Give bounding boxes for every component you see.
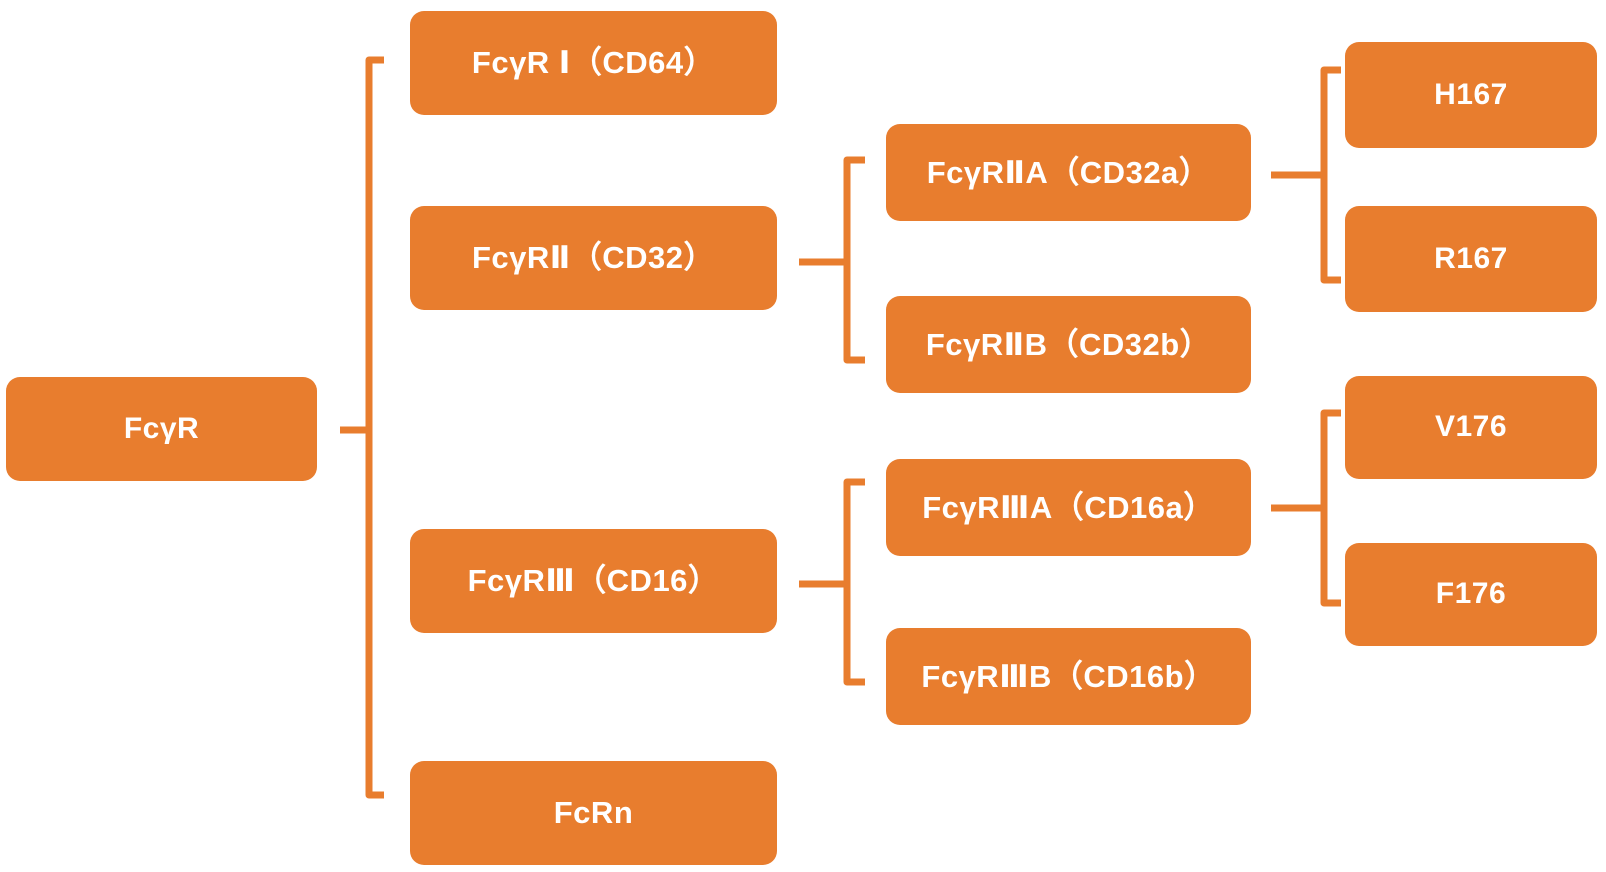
node-f176[interactable]: F176 <box>1345 543 1597 646</box>
node-h167[interactable]: H167 <box>1345 42 1597 148</box>
node-fcgr2b-cd32b[interactable]: FcγRⅡB（CD32b） <box>886 296 1251 393</box>
connector-cd16a-bracket <box>1271 409 1341 607</box>
node-fcgr-root[interactable]: FcγR <box>6 377 317 481</box>
node-fcgr3a-cd16a[interactable]: FcγRⅢA（CD16a） <box>886 459 1251 556</box>
node-fcgr2-cd32[interactable]: FcγRⅡ（CD32） <box>410 206 777 310</box>
node-fcgr3b-cd16b[interactable]: FcγRⅢB（CD16b） <box>886 628 1251 725</box>
connector-root-bracket <box>340 56 384 799</box>
connector-cd32a-bracket <box>1271 66 1341 284</box>
node-fcgr3-cd16[interactable]: FcγRⅢ（CD16） <box>410 529 777 633</box>
node-fcgr2a-cd32a[interactable]: FcγRⅡA（CD32a） <box>886 124 1251 221</box>
node-r167[interactable]: R167 <box>1345 206 1597 312</box>
connector-cd16-bracket <box>799 478 865 686</box>
node-fcrn[interactable]: FcRn <box>410 761 777 865</box>
node-fcgr1-cd64[interactable]: FcγR Ⅰ（CD64） <box>410 11 777 115</box>
connector-cd32-bracket <box>799 156 865 364</box>
node-v176[interactable]: V176 <box>1345 376 1597 479</box>
